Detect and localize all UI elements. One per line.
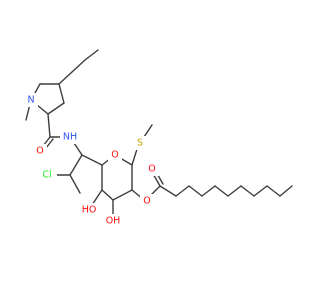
atom-n-ring: N (27, 95, 34, 106)
pyranose-ring (81, 154, 133, 201)
propyl-chain (58, 49, 99, 85)
structure-svg: N O NH Cl O S HO OH O O (24, 49, 293, 228)
atom-oh-left: HO (82, 205, 97, 216)
atom-o-ester: O (143, 196, 150, 207)
atom-n-amide: NH (63, 132, 77, 143)
atom-o-carbonyl: O (148, 164, 155, 175)
atom-o-ring: O (111, 150, 118, 161)
atom-labels: N O NH Cl O S HO OH O O (24, 93, 159, 228)
atom-s: S (137, 138, 143, 149)
molecule-diagram: N O NH Cl O S HO OH O O (24, 49, 293, 228)
atom-oh-right: OH (106, 216, 121, 227)
atom-cl: Cl (42, 170, 51, 181)
hydroxyl-bonds (91, 189, 114, 216)
atom-o-amide: O (36, 146, 43, 157)
acyl-chain (159, 185, 293, 197)
chloro-side-chain (49, 136, 83, 194)
